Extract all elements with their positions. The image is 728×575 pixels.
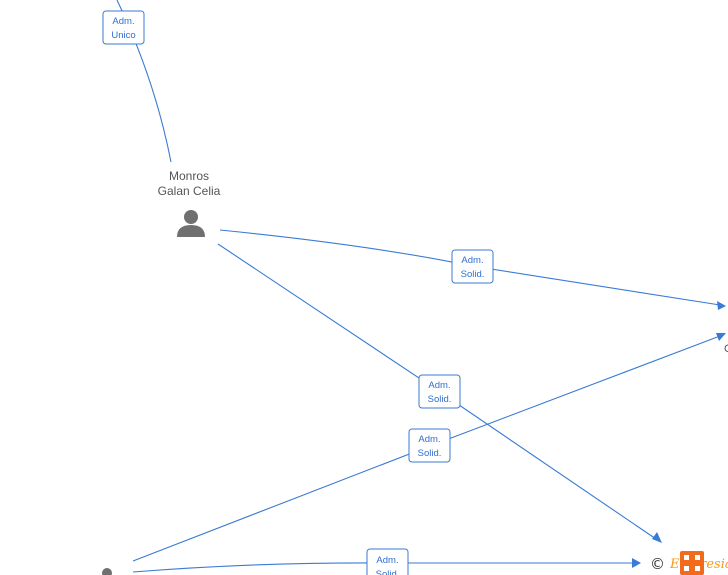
edge-label-adm-solid-middle: Adm. Solid. bbox=[418, 374, 461, 409]
offscreen-node-label: C bbox=[724, 343, 728, 355]
copyright-symbol: © bbox=[650, 555, 665, 573]
edge-label-adm-unico: Adm. Unico bbox=[102, 10, 145, 45]
edge-label-line2: Solid. bbox=[461, 269, 485, 280]
edge-label-line1: Adm. bbox=[461, 255, 483, 266]
arrowhead-right-lower bbox=[716, 333, 726, 341]
edge-label-adm-solid-upper-right: Adm. Solid. bbox=[451, 249, 494, 284]
edge-label-line1: Adm. bbox=[112, 16, 134, 27]
edge-label-line1: Adm. bbox=[418, 434, 440, 445]
arrowhead-bottom bbox=[632, 558, 641, 568]
person-node-monros-galan-celia[interactable]: Monros Galan Celia bbox=[158, 169, 221, 237]
arrowhead-bottom-right bbox=[652, 532, 662, 543]
edge-label-adm-solid-lower: Adm. Solid. bbox=[408, 428, 451, 463]
person-name-line2: Galan Celia bbox=[158, 184, 221, 198]
edge-label-line2: Unico bbox=[111, 30, 135, 41]
watermark: © Empresia bbox=[650, 551, 728, 575]
person-name-line1: Monros bbox=[169, 169, 209, 183]
brand-logo-icon bbox=[680, 551, 704, 575]
edge-label-line2: Solid. bbox=[428, 394, 452, 405]
edge-label-line2: Solid. bbox=[376, 569, 400, 575]
edge-label-line1: Adm. bbox=[376, 555, 398, 566]
person-icon bbox=[177, 210, 205, 237]
edge-label-line2: Solid. bbox=[418, 448, 442, 459]
edge-label-line1: Adm. bbox=[428, 380, 450, 391]
edge-label-adm-solid-bottom: Adm. Solid. bbox=[366, 548, 409, 575]
person-icon-partial[interactable] bbox=[102, 568, 112, 575]
arrowhead-right-upper bbox=[717, 301, 726, 310]
